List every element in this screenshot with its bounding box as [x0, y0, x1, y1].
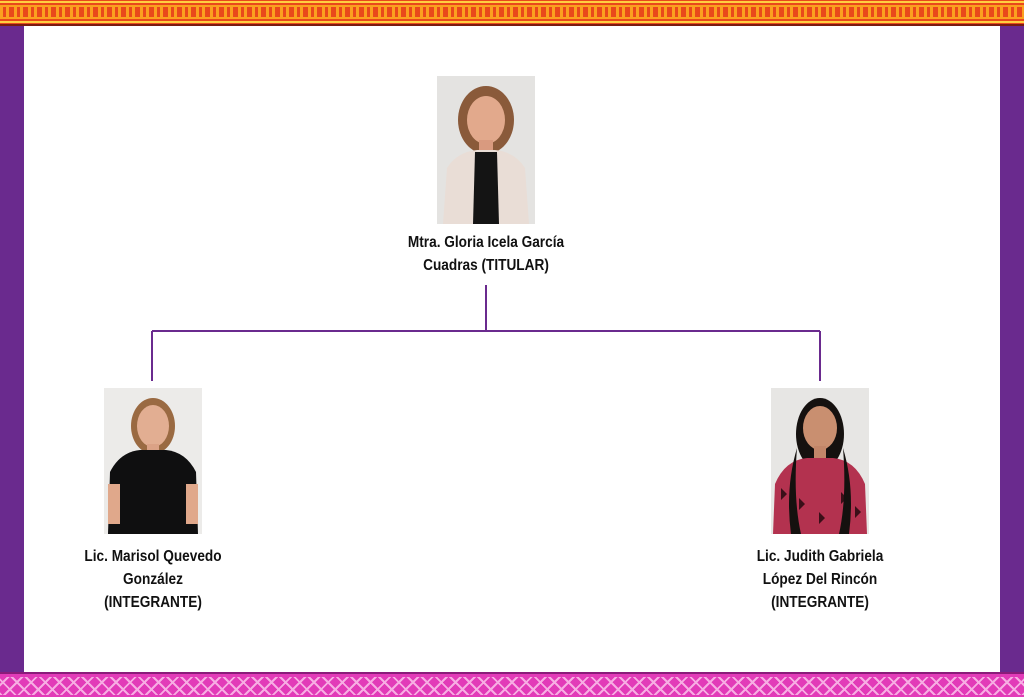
greek-key-pattern	[0, 5, 1024, 19]
member-name-line: González	[123, 571, 183, 588]
member-photo-right	[771, 388, 869, 534]
top-decorative-band	[0, 0, 1024, 26]
member-name-line: López Del Rincón	[762, 571, 878, 588]
right-frame-border	[1000, 26, 1024, 672]
member-name-line: Lic. Judith Gabriela	[756, 548, 884, 565]
member-photo-left	[104, 388, 202, 534]
member-role: (INTEGRANTE)	[104, 594, 202, 611]
member-name-left: Lic. Marisol Quevedo González (INTEGRANT…	[47, 545, 258, 614]
member-name-line: Lic. Marisol Quevedo	[84, 548, 222, 565]
member-role: (INTEGRANTE)	[771, 594, 869, 611]
titular-name-line: Cuadras (TITULAR)	[423, 257, 549, 274]
top-band-line	[0, 21, 1024, 23]
titular-name: Mtra. Gloria Icela García Cuadras (TITUL…	[380, 231, 591, 277]
titular-photo	[437, 76, 535, 224]
left-frame-border	[0, 26, 24, 672]
member-name-right: Lic. Judith Gabriela López Del Rincón (I…	[714, 545, 925, 614]
top-band-line	[0, 1, 1024, 3]
diamond-pattern	[0, 677, 1024, 695]
bottom-decorative-band	[0, 672, 1024, 697]
titular-name-line: Mtra. Gloria Icela García	[407, 234, 565, 251]
